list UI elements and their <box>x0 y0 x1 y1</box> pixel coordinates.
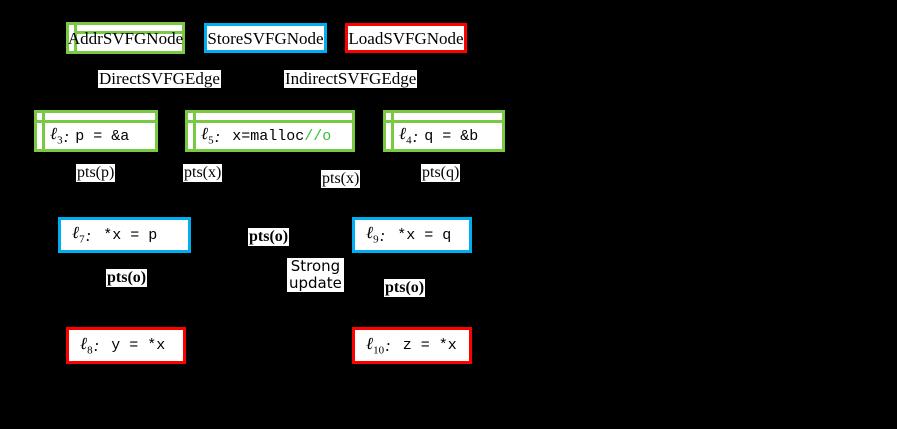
node-addr-l5-text: ℓ5:x=malloc//o <box>201 124 332 147</box>
node-load-l8: ℓ8:y = *x <box>66 327 186 364</box>
legend-label-load: LoadSVFGNode <box>348 28 464 48</box>
node-load-l10-code: z = *x <box>402 337 457 354</box>
node-load-l10-id: ℓ10 <box>366 333 385 357</box>
pts-label-o-left: pts(o) <box>106 269 148 287</box>
node-store-l7-id: ℓ7 <box>72 223 85 246</box>
node-addr-l5-code: x=malloc <box>232 127 305 145</box>
node-addr-l3: ℓ3:p = &a <box>34 110 158 152</box>
node-addr-l4-text: ℓ4:q = &b <box>399 124 479 147</box>
strong-update-line2: update <box>289 273 342 292</box>
node-addr-l4-code: q = &b <box>424 127 479 145</box>
pts-label-q: pts(q) <box>421 164 461 182</box>
node-addr-l3-id: ℓ3 <box>50 124 63 147</box>
legend-label-addr: AddrSVFGNode <box>67 28 184 48</box>
node-addr-l3-code: p = &a <box>75 127 130 145</box>
node-store-l7-code: *x = p <box>103 226 158 244</box>
node-addr-l3-band <box>37 113 155 123</box>
node-store-l9-text: ℓ9:*x = q <box>366 223 452 246</box>
pts-label-o-right: pts(o) <box>384 279 426 297</box>
pts-label-x-left: pts(x) <box>183 164 223 182</box>
node-load-l10: ℓ10:z = *x <box>352 327 472 364</box>
node-store-l9-id: ℓ9 <box>366 223 379 246</box>
node-store-l7: ℓ7:*x = p <box>58 217 191 253</box>
legend-chip-load-svfg-node: LoadSVFGNode <box>345 23 467 53</box>
node-addr-l5: ℓ5:x=malloc//o <box>185 110 355 152</box>
node-addr-l5-band <box>188 113 352 123</box>
pts-label-p: pts(p) <box>76 164 116 182</box>
pts-label-x-right: pts(x) <box>321 170 361 188</box>
node-addr-l4-band <box>386 113 502 123</box>
legend-chip-addr-svfg-node: AddrSVFGNode <box>66 22 185 54</box>
node-load-l8-text: ℓ8:y = *x <box>80 333 166 357</box>
node-addr-l3-rule <box>42 113 45 149</box>
node-addr-l3-text: ℓ3:p = &a <box>50 124 130 147</box>
node-addr-l4-id: ℓ4 <box>399 124 412 147</box>
strong-update-line1: Strong <box>290 257 341 275</box>
node-load-l8-code: y = *x <box>111 337 166 354</box>
node-addr-l5-rule <box>193 113 196 149</box>
node-addr-l5-id: ℓ5 <box>201 124 214 147</box>
node-addr-l4: ℓ4:q = &b <box>383 110 505 152</box>
node-load-l10-text: ℓ10:z = *x <box>366 333 457 357</box>
strong-update-note: Strong update <box>287 258 344 292</box>
pts-label-o-middle: pts(o) <box>248 228 290 246</box>
node-store-l7-text: ℓ7:*x = p <box>72 223 158 246</box>
legend-label-store: StoreSVFGNode <box>207 28 324 48</box>
edge-kind-indirect-label: IndirectSVFGEdge <box>284 69 418 88</box>
node-addr-l4-rule <box>391 113 394 149</box>
edge-kind-direct-label: DirectSVFGEdge <box>98 69 221 88</box>
node-store-l9-code: *x = q <box>397 226 452 244</box>
node-store-l9: ℓ9:*x = q <box>352 217 472 253</box>
node-addr-l5-comment: //o <box>304 127 332 145</box>
node-load-l8-id: ℓ8 <box>80 333 93 357</box>
legend-chip-store-svfg-node: StoreSVFGNode <box>204 23 327 53</box>
